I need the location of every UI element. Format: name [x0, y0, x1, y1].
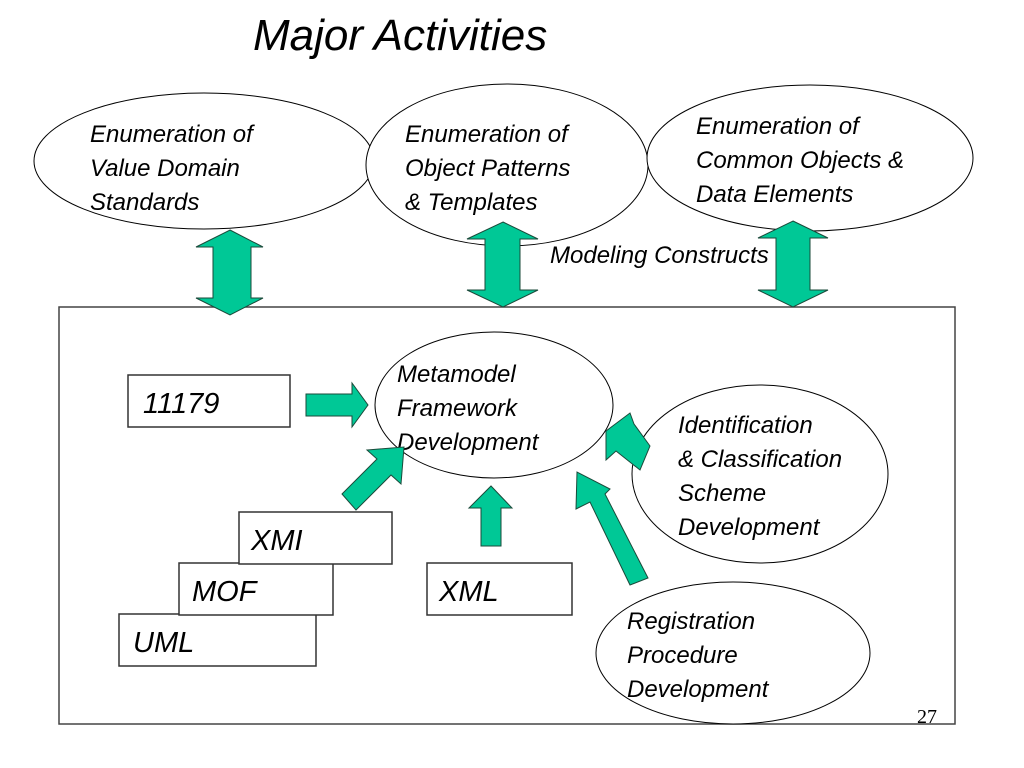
box-frame: [127, 374, 291, 428]
registration-label-line: Procedure: [627, 642, 738, 669]
activity-label-line: Value Domain: [90, 155, 240, 182]
modeling-constructs-label: Modeling Constructs: [550, 242, 769, 269]
activity-label-line: Enumeration of: [405, 121, 570, 148]
activity-label-line: Standards: [90, 189, 199, 216]
activity-label-line: Data Elements: [696, 181, 853, 208]
metamodel-framework-development: Metamodel Framework Development: [374, 331, 614, 479]
box-label: XMI: [250, 525, 303, 557]
registration-ellipse: [595, 581, 871, 725]
activity-label-line: Enumeration of: [696, 113, 861, 140]
xml-to-metamodel-arrow: [467, 485, 514, 547]
iso-to-metamodel-arrow: [305, 381, 369, 429]
identification-label-line: & Classification: [678, 446, 842, 473]
xmi-to-metamodel-arrow: [341, 446, 405, 511]
box-11179: 11179: [127, 374, 291, 428]
object-patterns-bidirectional-arrow: [466, 221, 539, 308]
identification-classification-scheme: Identification & Classification Scheme D…: [631, 384, 889, 564]
activity-label-line: Common Objects &: [696, 147, 904, 174]
registration-to-metamodel-arrow: [575, 471, 649, 586]
registration-label-line: Registration: [627, 608, 755, 635]
activity-object-patterns: Enumeration of Object Patterns & Templat…: [365, 83, 649, 247]
value-domain-bidirectional-arrow: [195, 229, 264, 316]
box-uml: UML: [118, 613, 317, 667]
box-label: XML: [438, 576, 499, 608]
box-frame: [178, 562, 334, 616]
registration-procedure: Registration Procedure Development: [595, 581, 871, 725]
activity-label-line: Enumeration of: [90, 121, 255, 148]
slide-title: Major Activities: [253, 11, 547, 60]
registration-label-line: Development: [627, 676, 770, 703]
identification-ellipse: [631, 384, 889, 564]
box-label: 11179: [143, 388, 219, 420]
identification-label-line: Identification: [678, 412, 813, 439]
identification-to-metamodel-arrow: [605, 412, 651, 471]
box-label: UML: [133, 627, 194, 659]
box-frame: [426, 562, 573, 616]
metamodel-ellipse: [374, 331, 614, 479]
box-frame: [238, 511, 393, 565]
page-number: 27: [917, 706, 937, 728]
metamodel-label-line: Metamodel: [397, 361, 516, 388]
box-xml: XML: [426, 562, 573, 616]
box-xmi: XMI: [238, 511, 393, 565]
framework-box: [58, 306, 956, 725]
common-objects-bidirectional-arrow: [757, 220, 829, 308]
metamodel-label-line: Framework: [397, 395, 519, 422]
identification-label-line: Development: [678, 514, 821, 541]
box-label: MOF: [192, 576, 259, 608]
activity-label-line: & Templates: [405, 189, 538, 216]
activity-common-objects: Enumeration of Common Objects & Data Ele…: [646, 84, 974, 232]
identification-label-line: Scheme: [678, 480, 766, 507]
activity-label-line: Object Patterns: [405, 155, 570, 182]
box-mof: MOF: [178, 562, 334, 616]
activity-value-domain: Enumeration of Value Domain Standards: [33, 92, 375, 230]
metamodel-label-line: Development: [397, 429, 540, 456]
